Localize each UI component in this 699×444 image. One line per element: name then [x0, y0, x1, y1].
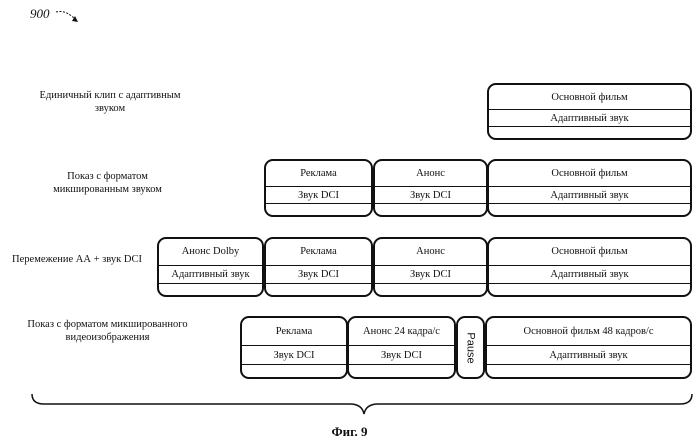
clip-main-feature: Основной фильм Адаптивный звук	[487, 237, 692, 297]
reference-number: 900	[30, 6, 50, 22]
clip-audio: Звук DCI	[242, 345, 346, 365]
clip-title: Анонс	[375, 161, 486, 186]
clip-audio: Звук DCI	[375, 265, 486, 284]
clip-audio: Адаптивный звук	[489, 265, 690, 284]
clip-title: Реклама	[242, 318, 346, 345]
row-label-interleave: Перемежение АА + звук DCI	[2, 253, 152, 266]
clip-trailer: Анонс Звук DCI	[373, 237, 488, 297]
clip-audio: Звук DCI	[349, 345, 454, 365]
clip-main-feature-48fps: Основной фильм 48 кадров/с Адаптивный зв…	[485, 316, 692, 379]
clip-title: Анонс Dolby	[159, 239, 262, 265]
figure-caption: Фиг. 9	[0, 424, 699, 440]
clip-title: Основной фильм 48 кадров/с	[487, 318, 690, 345]
clip-main-feature: Основной фильм Адаптивный звук	[487, 159, 692, 217]
clip-audio: Адаптивный звук	[159, 265, 262, 284]
row-label-mixed-audio: Показ с форматом микшированным звуком	[40, 170, 175, 196]
clip-dolby-trailer: Анонс Dolby Адаптивный звук	[157, 237, 264, 297]
clip-advert: Реклама Звук DCI	[240, 316, 348, 379]
clip-trailer-24fps: Анонс 24 кадра/с Звук DCI	[347, 316, 456, 379]
clip-advert: Реклама Звук DCI	[264, 237, 373, 297]
clip-audio: Адаптивный звук	[489, 109, 690, 127]
clip-audio: Адаптивный звук	[487, 345, 690, 365]
clip-title: Основной фильм	[489, 85, 690, 109]
row-label-mixed-video: Показ с форматом микшированного видеоизо…	[20, 318, 195, 344]
clip-title: Основной фильм	[489, 161, 690, 186]
clip-title: Основной фильм	[489, 239, 690, 265]
clip-trailer: Анонс Звук DCI	[373, 159, 488, 217]
clip-advert: Реклама Звук DCI	[264, 159, 373, 217]
clip-title: Реклама	[266, 161, 371, 186]
pause-label: Pause	[465, 332, 477, 363]
clip-audio: Адаптивный звук	[489, 186, 690, 204]
clip-title: Анонс	[375, 239, 486, 265]
pause-block: Pause	[456, 316, 485, 379]
curly-brace-icon	[30, 392, 694, 418]
reference-arrow-icon	[54, 8, 84, 26]
clip-audio: Звук DCI	[375, 186, 486, 204]
row-label-single-clip: Единичный клип с адаптивным звуком	[30, 89, 190, 115]
clip-main-feature: Основной фильм Адаптивный звук	[487, 83, 692, 140]
clip-title: Реклама	[266, 239, 371, 265]
clip-audio: Звук DCI	[266, 265, 371, 284]
clip-audio: Звук DCI	[266, 186, 371, 204]
clip-title: Анонс 24 кадра/с	[349, 318, 454, 345]
